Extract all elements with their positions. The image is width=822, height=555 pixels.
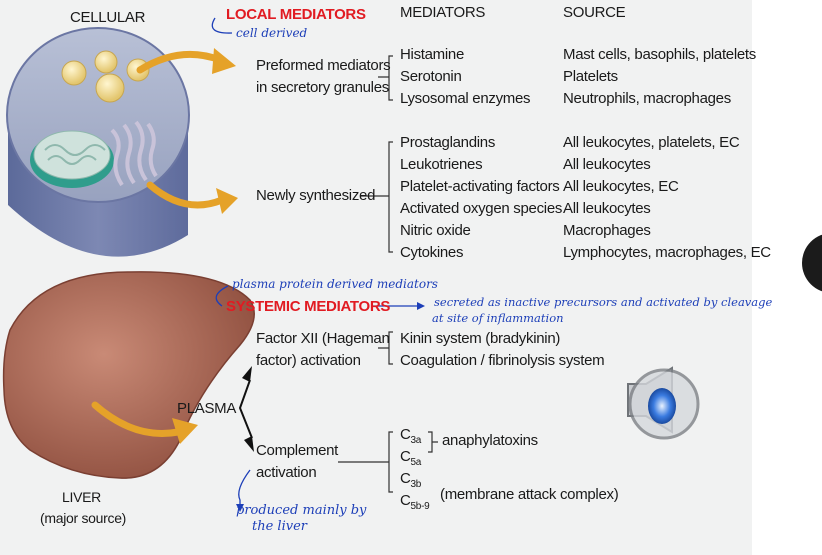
note-produced-by-liver-1: produced mainly by — [236, 503, 367, 518]
list-item: Lymphocytes, macrophages, EC — [563, 244, 771, 261]
synthesized-sources-list: All leukocytes, platelets, EC All leukoc… — [563, 132, 771, 264]
synthesized-mediators-list: Prostaglandins Leukotrienes Platelet-act… — [400, 132, 562, 264]
list-item: Serotonin — [400, 68, 462, 85]
preformed-mediators-list: Histamine Serotonin Lysosomal enzymes — [400, 44, 531, 110]
list-item: Mast cells, basophils, platelets — [563, 46, 756, 63]
list-item: Neutrophils, macrophages — [563, 90, 731, 107]
list-item: All leukocytes — [563, 156, 651, 173]
note-inactive-precursors: secreted as inactive precursors and acti… — [434, 295, 773, 309]
local-mediators-title: LOCAL MEDIATORS — [226, 6, 366, 23]
list-item: Leukotrienes — [400, 156, 483, 173]
list-item: Kinin system (bradykinin) — [400, 330, 561, 347]
list-item: Lysosomal enzymes — [400, 90, 531, 107]
anaphylatoxins-label: anaphylatoxins — [442, 432, 538, 449]
list-item: C5b-9 — [400, 492, 430, 512]
brackets — [238, 55, 438, 493]
note-site-of-inflammation: at site of inflammation — [432, 311, 564, 325]
liver-label: LIVER — [62, 489, 101, 505]
list-item: Macrophages — [563, 222, 651, 239]
edge-blob — [802, 234, 822, 292]
list-item: Coagulation / fibrinolysis system — [400, 352, 605, 369]
speaker-icon[interactable] — [627, 366, 700, 440]
list-item: Histamine — [400, 46, 464, 63]
header-cellular: CELLULAR — [70, 9, 146, 26]
annotation-strokes — [211, 17, 420, 508]
orange-arrows — [91, 50, 226, 437]
membrane-attack-complex-label: (membrane attack complex) — [440, 486, 619, 503]
plasma-arrowheads — [242, 366, 254, 452]
list-item: C3b — [400, 470, 422, 490]
factor-xii-label: Factor XII (Hageman factor) activation — [256, 330, 390, 369]
header-mediators: MEDIATORS — [400, 4, 486, 21]
plasma-label: PLASMA — [177, 400, 237, 417]
liver-illustration — [2, 271, 255, 479]
note-cell-derived: cell derived — [236, 26, 308, 40]
factor-xii-list: Kinin system (bradykinin) Coagulation / … — [400, 328, 605, 372]
annotation-arrowheads — [236, 302, 425, 512]
list-item: All leukocytes, platelets, EC — [563, 134, 740, 151]
preformed-sources-list: Mast cells, basophils, platelets Platele… — [563, 44, 756, 110]
list-item: C5a — [400, 448, 422, 468]
list-item: Nitric oxide — [400, 222, 471, 239]
complement-list: C3a C5a C3b C5b-9 — [400, 424, 430, 512]
systemic-mediators-title: SYSTEMIC MEDIATORS — [226, 298, 391, 315]
liver-sublabel: (major source) — [40, 510, 127, 526]
header-source: SOURCE — [563, 4, 626, 21]
list-item: Cytokines — [400, 244, 464, 261]
list-item: Platelets — [563, 68, 618, 85]
preformed-label: Preformed mediators in secretory granule… — [256, 57, 391, 96]
orange-arrowheads — [172, 48, 238, 444]
list-item: All leukocytes — [563, 200, 651, 217]
list-item: Prostaglandins — [400, 134, 496, 151]
list-item: Activated oxygen species — [400, 200, 563, 217]
complement-label: Complement activation — [256, 442, 339, 481]
list-item: All leukocytes, EC — [563, 178, 679, 195]
note-plasma-protein: plasma protein derived mediators — [232, 277, 438, 291]
list-item: C3a — [400, 426, 422, 446]
note-produced-by-liver-2: the liver — [252, 519, 307, 534]
list-item: Platelet-activating factors — [400, 178, 560, 195]
newly-synthesized-label: Newly synthesized — [256, 187, 376, 204]
